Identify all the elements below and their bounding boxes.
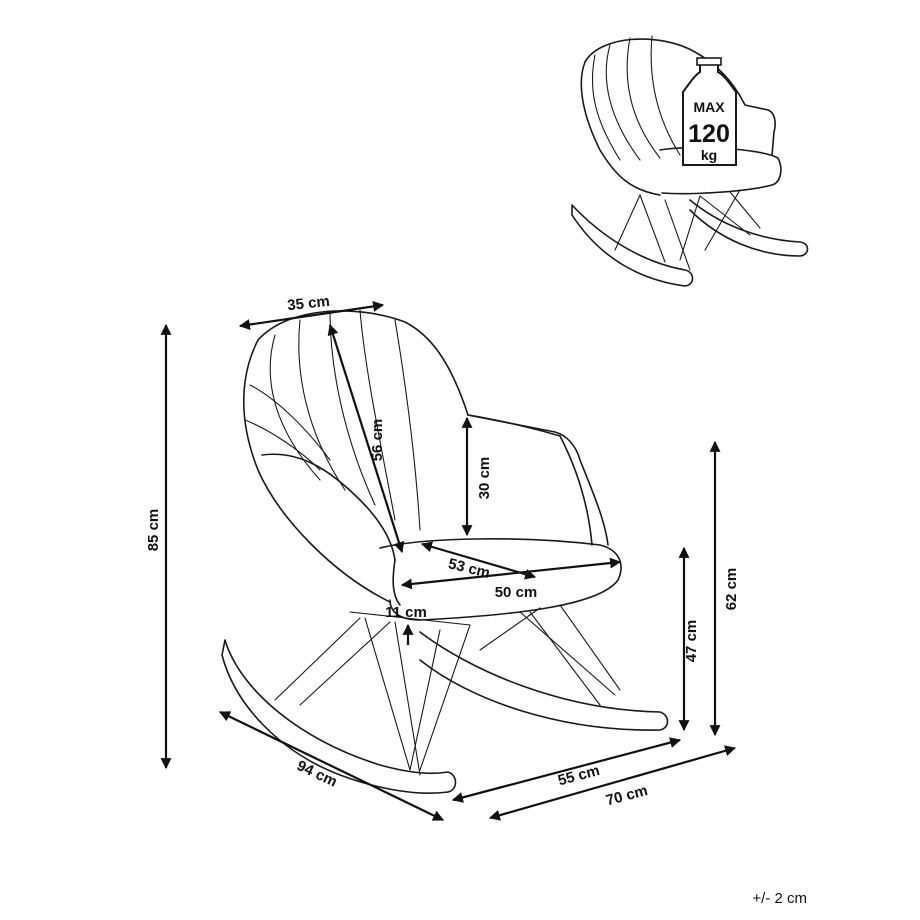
label-armrest-height: 30 cm — [476, 457, 493, 500]
label-total-width: 70 cm — [604, 782, 649, 809]
max-unit: kg — [701, 147, 717, 163]
label-seat-back-width: 35 cm — [286, 293, 330, 314]
label-total-height: 85 cm — [145, 509, 162, 552]
label-armrest-floor-height: 62 cm — [723, 568, 740, 611]
label-seat-width: 50 cm — [495, 584, 538, 601]
label-seat-height: 47 cm — [683, 620, 700, 663]
max-value: 120 — [688, 120, 730, 148]
max-label: MAX — [693, 99, 725, 115]
label-base-width: 55 cm — [556, 762, 601, 789]
label-backrest-height: 56 cm — [369, 419, 386, 462]
weight-capacity-badge: MAX 120 kg — [682, 57, 737, 166]
label-length: 94 cm — [294, 757, 340, 790]
dimension-lines — [160, 300, 737, 821]
label-seat-thickness: 11 cm — [385, 604, 427, 621]
tolerance-note: +/- 2 cm — [752, 890, 807, 907]
